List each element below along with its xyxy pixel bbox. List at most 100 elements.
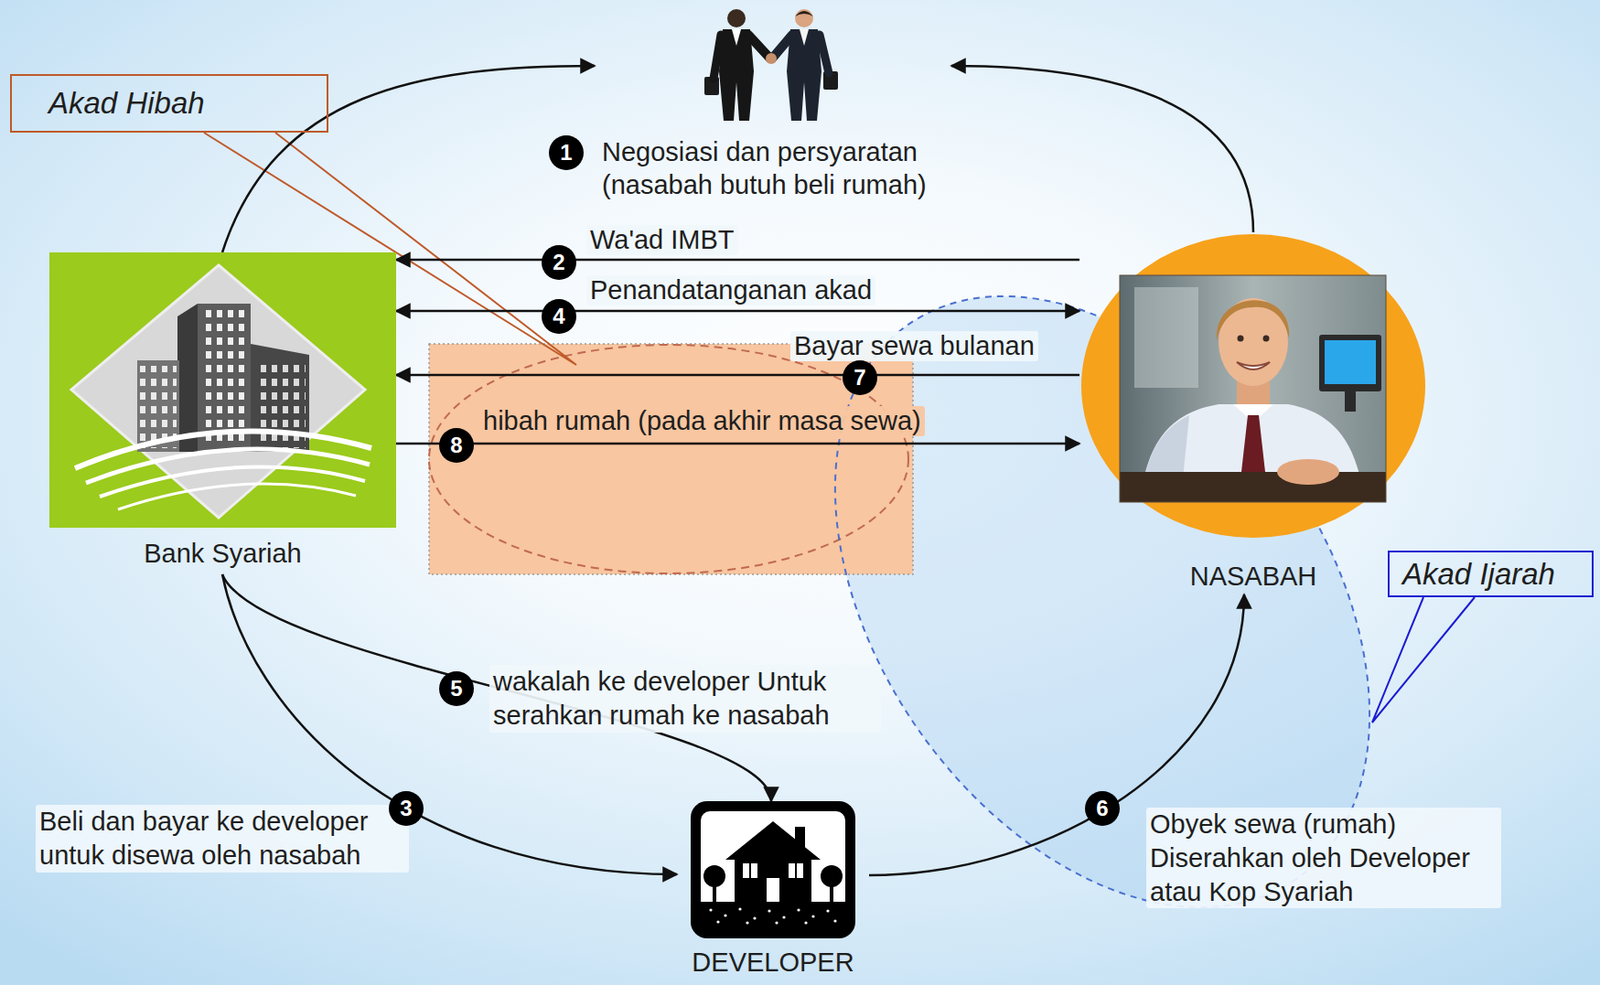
customer-illustration-part — [1277, 459, 1340, 485]
developer-icon-part — [767, 909, 771, 913]
developer-icon-part — [833, 919, 837, 923]
callout-number: 7 — [842, 360, 878, 396]
customer-illustration — [1079, 232, 1428, 595]
customer-illustration-part — [1344, 391, 1356, 412]
customer-illustration-part — [1119, 275, 1386, 503]
handshake-illustration-part — [731, 29, 741, 46]
developer-icon-part — [811, 914, 815, 918]
handshake-illustration-part — [786, 29, 822, 121]
handshake-illustration-part — [794, 10, 814, 17]
customer-illustration-part — [1119, 472, 1386, 503]
developer-icon-part — [829, 883, 834, 904]
developer-icon-part — [708, 908, 712, 912]
callout-number: 2 — [541, 245, 577, 280]
connector-arrow — [951, 65, 1254, 233]
handshake-illustration-part — [794, 9, 814, 28]
customer-illustration-part — [1081, 234, 1426, 538]
bank-illustration — [49, 252, 397, 528]
bank-node: Bank Syariah — [49, 252, 397, 575]
connector-arrow — [396, 310, 1080, 313]
developer-icon-part — [734, 856, 812, 904]
developer-icon-part — [738, 907, 741, 911]
connector-arrow — [222, 65, 595, 253]
bank-illustration-part — [118, 483, 356, 510]
callout-number: 6 — [1084, 791, 1120, 827]
customer-illustration-part — [1236, 362, 1270, 370]
developer-icon-part — [796, 908, 800, 912]
developer-icon-part — [712, 883, 717, 904]
callout-tail — [1372, 597, 1475, 723]
edge-label: wakalah ke developer Untuk serahkan ruma… — [489, 665, 881, 733]
negotiation-node: Negosiasi dan persyaratan (nasabah butuh… — [594, 5, 952, 209]
edge-label: Wa'ad IMBT — [586, 225, 739, 256]
callout-box: Akad Hibah — [10, 74, 329, 133]
bank-illustration-part — [85, 449, 370, 484]
callout-number: 5 — [439, 671, 474, 707]
developer-icon-part — [766, 878, 780, 903]
developer-icon-part — [749, 863, 752, 879]
developer-icon-part — [804, 921, 807, 924]
customer-illustration-part — [1324, 340, 1376, 385]
handshake-illustration-part — [748, 34, 771, 59]
edge-label: Obyek sewa (rumah) Diserahkan oleh Devel… — [1146, 807, 1502, 909]
connector-arrow — [396, 258, 1080, 262]
node-label: Bank Syariah — [143, 536, 302, 570]
callout-text: Akad Ijarah — [1402, 556, 1556, 593]
node-label: Negosiasi dan persyaratan (nasabah butuh… — [601, 135, 945, 203]
callout-number: 8 — [439, 428, 474, 463]
handshake-illustration-part — [727, 9, 746, 28]
developer-icon — [690, 801, 856, 939]
customer-illustration-part — [1119, 275, 1386, 503]
developer-icon-part — [826, 909, 829, 913]
developer-icon-part — [794, 826, 806, 848]
developer-icon-part — [742, 863, 758, 879]
bank-illustration-part — [99, 466, 366, 497]
developer-icon-part — [716, 920, 720, 924]
developer-icon-part — [782, 915, 785, 919]
edge-label: Bayar sewa bulanan — [790, 331, 1039, 362]
bank-illustration-part — [201, 309, 247, 447]
node-label: NASABAH — [1190, 559, 1318, 593]
handshake-illustration-part — [713, 34, 721, 79]
handshake-illustration — [695, 5, 846, 123]
node-label: DEVELOPER — [691, 945, 854, 979]
developer-icon-part — [745, 921, 749, 924]
developer-icon-part — [752, 916, 756, 920]
callout-number: 3 — [388, 791, 424, 827]
developer-icon-part — [708, 907, 837, 924]
callout-text: Akad Hibah — [48, 85, 205, 122]
developer-node: DEVELOPER — [676, 801, 870, 981]
edge-label: Penandatanganan akad — [586, 275, 876, 306]
developer-icon-part — [700, 902, 846, 929]
callout-number: 4 — [541, 299, 577, 334]
callout-box: Akad Ijarah — [1387, 550, 1594, 598]
customer-illustration-part — [1319, 334, 1382, 392]
developer-icon-part — [774, 921, 778, 924]
connector-arrow — [396, 374, 1080, 377]
developer-icon-part — [794, 863, 797, 879]
customer-illustration-part — [1216, 300, 1289, 341]
developer-icon-part — [788, 863, 804, 879]
callout-number: 1 — [548, 135, 584, 171]
developer-icon-part — [690, 801, 856, 939]
edge-label: Beli dan bayar ke developer untuk disewa… — [35, 805, 409, 873]
handshake-illustration-part — [719, 29, 754, 121]
bank-illustration-part — [49, 252, 397, 528]
connector-arrow — [396, 442, 1080, 446]
developer-icon-part — [700, 811, 846, 929]
bank-illustration-part — [177, 303, 198, 452]
handshake-illustration-part — [765, 53, 777, 65]
customer-illustration-part — [1134, 287, 1199, 388]
customer-node: NASABAH — [1079, 232, 1428, 595]
bank-illustration-part — [71, 265, 366, 518]
customer-illustration-part — [1237, 335, 1245, 343]
edge-label: hibah rumah (pada akhir masa sewa) — [479, 406, 925, 437]
handshake-illustration-part — [799, 29, 809, 46]
customer-illustration-part — [1263, 335, 1270, 343]
hibah-ellipse — [429, 344, 909, 574]
handshake-illustration-part — [819, 34, 829, 74]
bank-illustration-part — [139, 365, 177, 449]
hibah-highlight — [429, 343, 913, 575]
developer-icon-part — [725, 821, 821, 860]
